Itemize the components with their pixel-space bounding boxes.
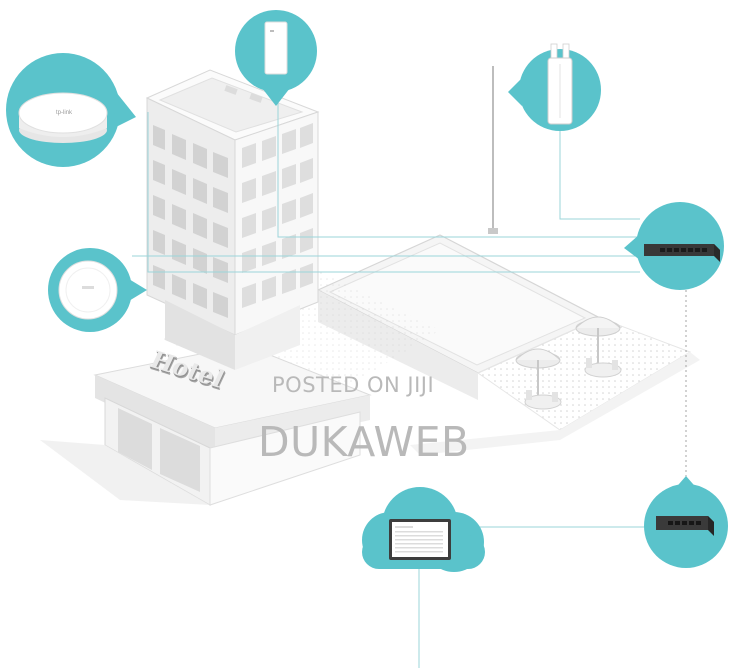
lamp-pole — [488, 66, 498, 234]
courtyard — [160, 234, 700, 455]
router-callout — [644, 476, 728, 568]
hotel-tower — [145, 69, 320, 370]
outdoor-ap-icon — [547, 43, 573, 125]
cloud-controller — [362, 487, 485, 572]
link-ceiling-ap — [147, 112, 640, 273]
watermark-posted-on: POSTED ON JIJI — [272, 373, 435, 397]
ap-brand-label: tp-link — [56, 110, 73, 116]
watermark-brand: DUKAWEB — [258, 418, 470, 466]
ceiling-ap-icon: tp-link — [18, 92, 108, 143]
router-icon — [656, 516, 714, 536]
link-wall-ap — [277, 95, 640, 238]
wall-ap-icon — [264, 21, 288, 75]
small-ap-icon — [58, 260, 118, 320]
switch-callout — [624, 202, 724, 290]
cloud-laptop-icon — [389, 519, 451, 560]
patio-umbrellas — [515, 316, 622, 410]
small-ap-callout — [48, 248, 147, 332]
network-links — [132, 95, 646, 668]
outdoor-ap-callout — [508, 43, 601, 131]
ceiling-ap-callout: tp-link — [6, 53, 136, 167]
link-outdoor-ap — [559, 120, 640, 220]
wall-ap-callout — [235, 10, 317, 106]
lobby-building — [40, 344, 372, 506]
switch-icon — [644, 244, 720, 262]
